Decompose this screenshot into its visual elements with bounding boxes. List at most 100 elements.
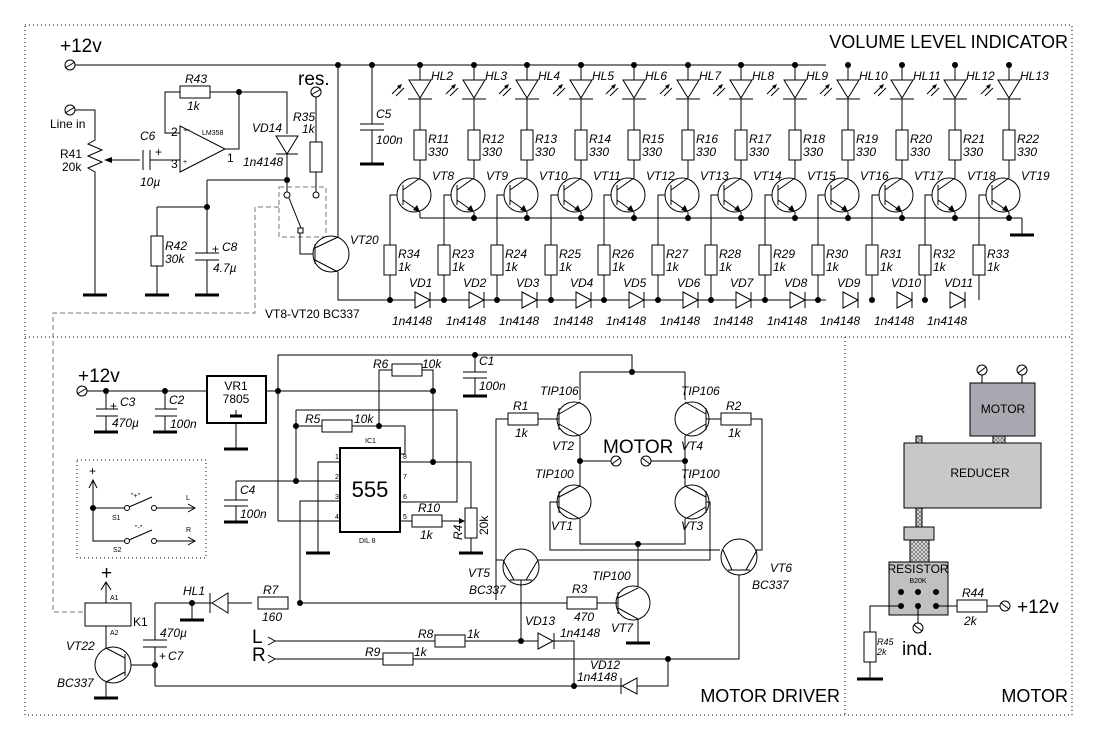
transistor-note: VT8-VT20 BC337 [265, 307, 360, 321]
led-label: HL7 [699, 69, 722, 83]
vr1-label: VR1 [224, 379, 248, 393]
led-resistor-label: R11 [428, 132, 449, 146]
base-resistor [597, 244, 611, 276]
coupler [903, 526, 935, 541]
led-resistor-label: R20 [910, 132, 932, 146]
vt3 [674, 484, 710, 520]
led [515, 79, 539, 99]
led-label: HL13 [1020, 69, 1049, 83]
base-resistor-value: 1k [933, 260, 947, 274]
light-arrows-icon [659, 84, 673, 97]
base-resistor [437, 244, 451, 276]
s1-switch [124, 505, 130, 511]
r9-label: R9 [365, 645, 381, 659]
pin-1: 1 [335, 454, 339, 461]
vt5-type: BC337 [469, 583, 507, 597]
c8-value: 4.7µ [213, 261, 237, 275]
c5-label: C5 [376, 107, 392, 121]
vt2-label: VT2 [552, 439, 574, 453]
base-resistor-label: R28 [719, 247, 741, 261]
r35-label: R35 [293, 110, 315, 124]
input-r-label: R [252, 645, 266, 666]
motor-assembly: MOTOR REDUCER RESISTOR B20K R45 2k ind. … [857, 364, 1059, 681]
vt1-label: VT1 [551, 519, 573, 533]
relay-link [52, 206, 279, 613]
led-resistor-value: 330 [1017, 145, 1037, 159]
r10 [411, 514, 443, 528]
relay-k1 [84, 602, 132, 627]
series-diode [468, 291, 486, 309]
vt3-label: VT3 [681, 519, 703, 533]
c6-value: 10µ [140, 175, 160, 189]
light-arrows-icon [712, 84, 726, 97]
light-arrows-icon [819, 84, 833, 97]
vt1 [556, 484, 592, 520]
transistor-label: VT18 [967, 169, 996, 183]
base-resistor-value: 1k [880, 260, 894, 274]
vd14-value: 1n4148 [243, 155, 283, 169]
r2 [720, 412, 752, 426]
transistor [450, 177, 486, 213]
pin-2: 2 [335, 474, 339, 481]
diode-value: 1n4148 [713, 314, 753, 328]
led-resistor-value: 330 [749, 145, 769, 159]
vt6-label: VT6 [770, 561, 792, 575]
led-resistor-label: R22 [1017, 132, 1039, 146]
c2-value: 100n [170, 417, 197, 431]
led-resistor [948, 129, 962, 161]
section-title-volume: VOLUME LEVEL INDICATOR [829, 32, 1068, 52]
diode-value: 1n4148 [446, 314, 486, 328]
led [890, 79, 914, 99]
vt4 [674, 401, 710, 437]
base-resistor-label: R24 [505, 247, 527, 261]
led-resistor-value: 330 [963, 145, 983, 159]
transistor [664, 177, 700, 213]
motor-block [969, 382, 1036, 437]
led-resistor-value: 330 [428, 145, 448, 159]
r45-label: R45 [877, 637, 895, 647]
series-diode [949, 291, 967, 309]
led-resistor-value: 330 [803, 145, 823, 159]
svg-text:+: + [183, 159, 187, 166]
led-resistor-label: R15 [642, 132, 664, 146]
diode-value: 1n4148 [660, 314, 700, 328]
r35 [309, 141, 323, 173]
vt5-label: VT5 [468, 566, 490, 580]
diode-value: 1n4148 [874, 314, 914, 328]
light-arrows-icon [445, 84, 459, 97]
led-resistor-value: 330 [535, 145, 555, 159]
motor-supply-label: +12v [1017, 597, 1059, 618]
diode-value: 1n4148 [606, 314, 646, 328]
vt6-type: BC337 [752, 578, 790, 592]
led-label: HL11 [913, 69, 941, 83]
led-resistor-value: 330 [642, 145, 662, 159]
base-resistor [704, 244, 718, 276]
led [622, 79, 646, 99]
r6-label: R6 [373, 357, 389, 371]
led-resistor-label: R12 [482, 132, 504, 146]
vt6 [720, 538, 758, 576]
diode-label: VD10 [891, 276, 921, 290]
base-resistor [490, 244, 504, 276]
diode-label: VD11 [944, 276, 973, 290]
section-title-driver: MOTOR DRIVER [700, 686, 840, 706]
r2-label: R2 [726, 399, 742, 413]
r7-label: R7 [263, 583, 280, 597]
vt7-type: TIP100 [592, 569, 631, 583]
transistor-label: VT11 [593, 169, 621, 183]
motor-driver: +12v C3 + 470µ C2 100n VR1 7805 C1 100n [57, 352, 792, 700]
led-resistor-label: R19 [856, 132, 878, 146]
led-label: HL9 [806, 69, 828, 83]
ic1-package: DIL 8 [359, 538, 376, 545]
led-resistor-label: R21 [963, 132, 985, 146]
base-resistor-value: 1k [773, 260, 787, 274]
diode-label: VD1 [409, 276, 432, 290]
base-resistor-label: R29 [773, 247, 795, 261]
